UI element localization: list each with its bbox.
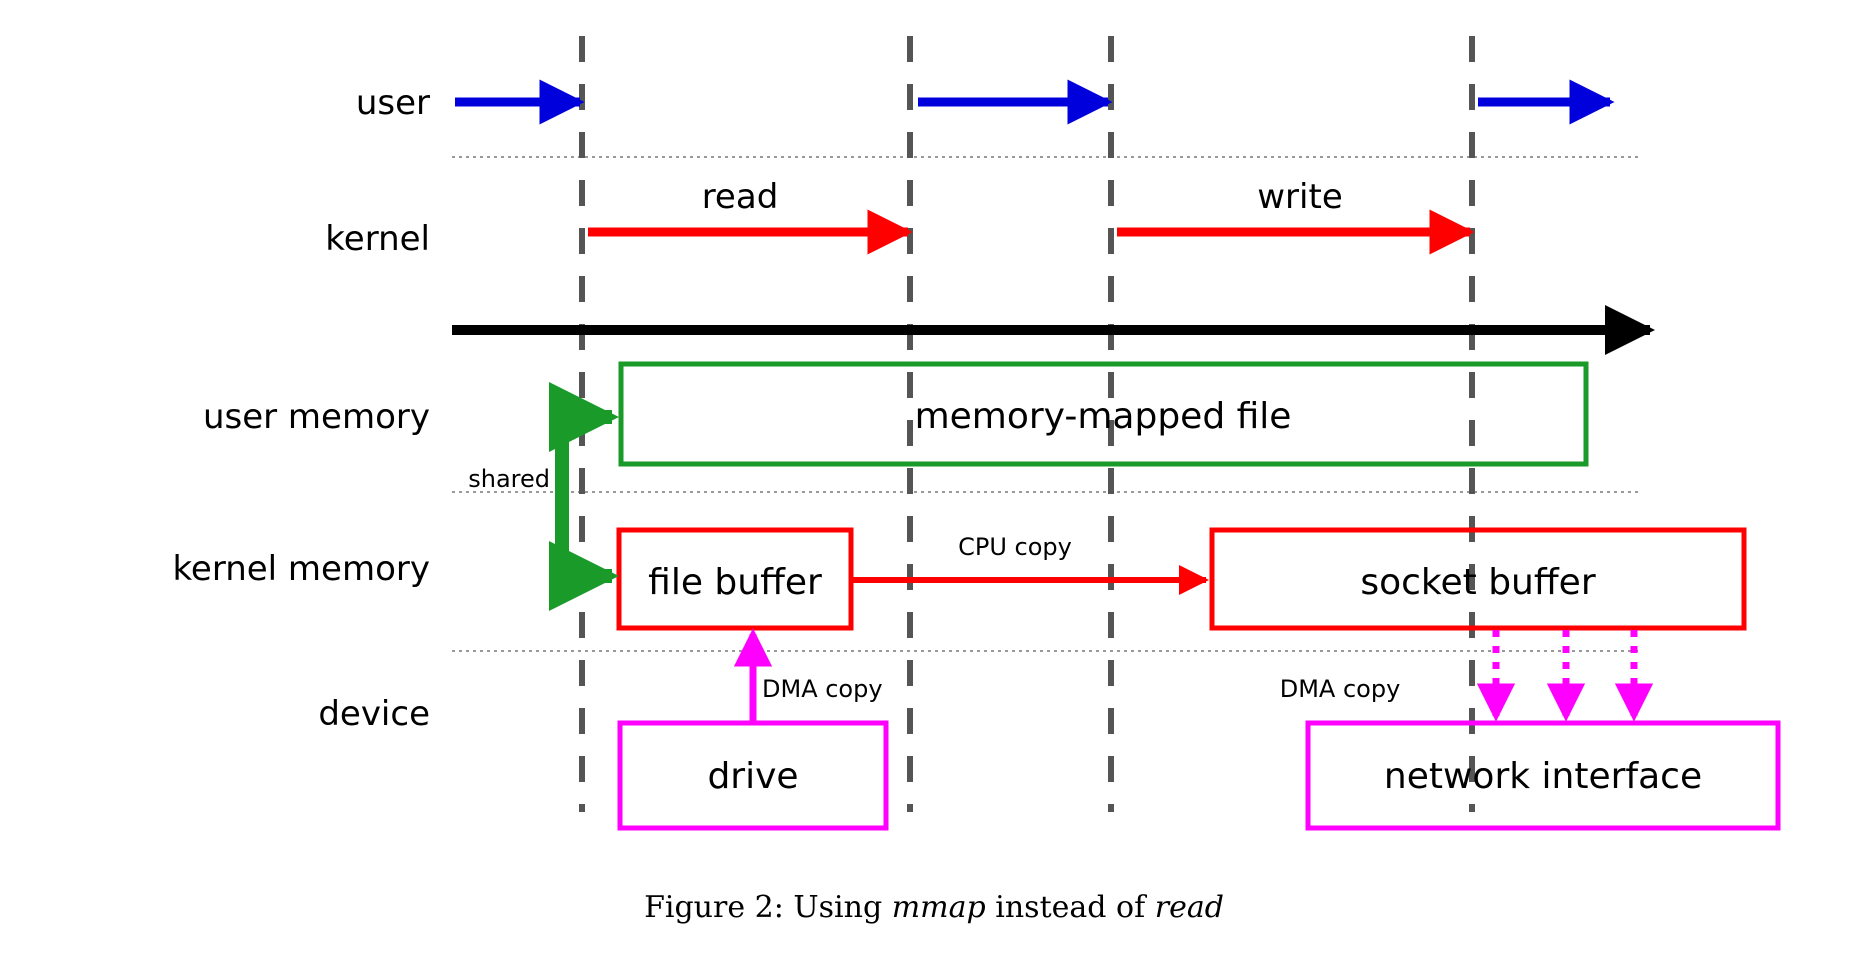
drive-box [617,720,889,831]
caption-prefix: Figure 2: [644,890,784,925]
network-interface-box [1305,720,1781,831]
box-label-memory-mapped-file: memory-mapped file [915,396,1292,437]
caption-text-2: instead of [995,890,1146,925]
box-label-drive: drive [707,756,798,797]
row-label-device: device [318,694,430,734]
operation-label-write: write [1257,177,1342,217]
caption-emphasis-mmap: mmap [891,890,986,925]
box-label-network-interface: network interface [1384,756,1702,797]
figure-caption: Figure 2: Using mmap instead of read [0,890,1868,925]
box-label-socket-buffer: socket buffer [1360,562,1595,603]
operation-label-read: read [702,177,779,217]
memory-mapped-file-box [618,361,1589,467]
caption-emphasis-read: read [1154,890,1224,925]
annotation-dma-copy-drive: DMA copy [762,675,883,703]
row-label-kernel: kernel [325,219,430,259]
annotation-cpu-copy: CPU copy [958,533,1072,561]
row-label-user-memory: user memory [203,397,430,437]
caption-text-1: Using [793,890,883,925]
row-label-kernel-memory: kernel memory [172,549,430,589]
box-label-file-buffer: file buffer [648,562,822,603]
row-label-user: user [356,83,430,123]
socket-buffer-box [1209,527,1747,631]
annotation-dma-copy-network: DMA copy [1280,675,1401,703]
annotation-shared: shared [468,465,550,493]
